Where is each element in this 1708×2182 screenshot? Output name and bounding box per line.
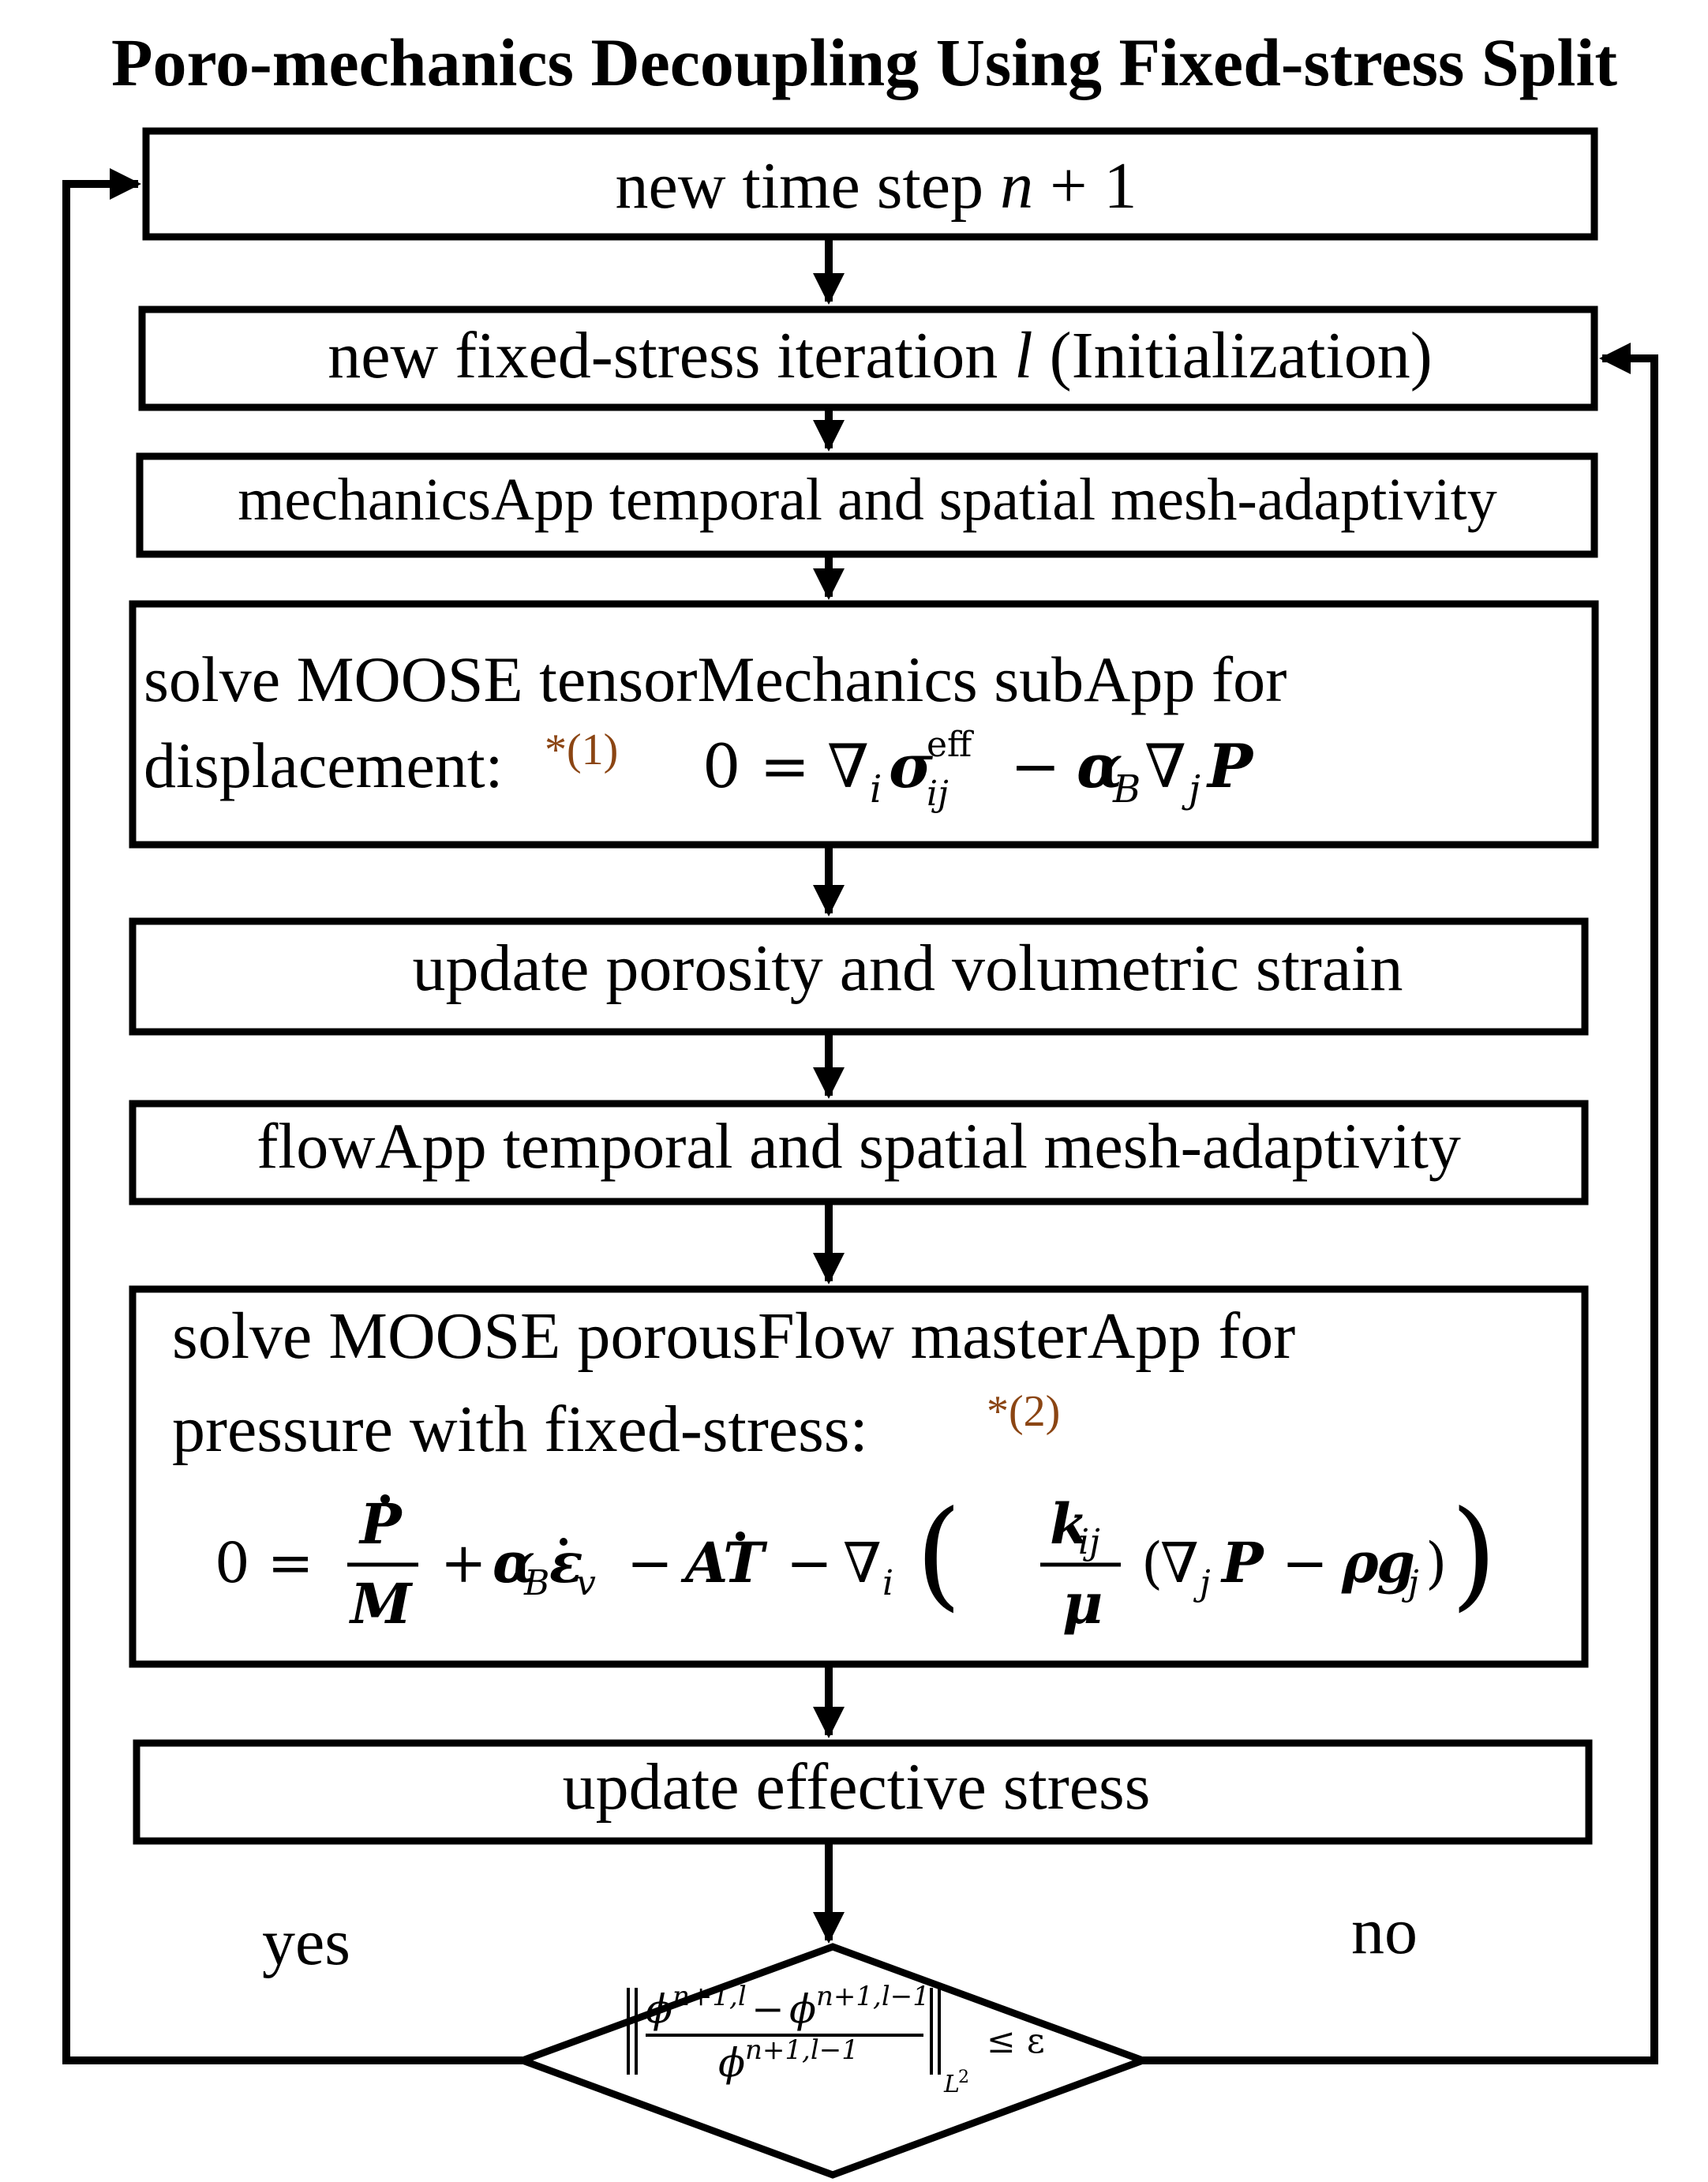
svg-text:≤ ε: ≤ ε [987,2021,1045,2061]
time-step-var: n [1000,149,1033,223]
no-loop-arrow [1143,343,1658,2064]
svg-text:k: k [1050,1491,1088,1557]
svg-text:n+1,l−1: n+1,l−1 [816,1981,930,2012]
no-label: no [1351,1895,1418,1968]
svg-text:∇: ∇ [843,1531,882,1595]
flow-adaptivity-node: flowApp temporal and spatial mesh-adapti… [129,1100,1589,1205]
mechanics-adaptivity-node: mechanicsApp temporal and spatial mesh-a… [136,452,1598,558]
svg-text:α: α [1077,731,1122,801]
svg-text:P: P [1220,1530,1265,1595]
svg-text:(: ( [916,1486,962,1623]
svg-text:−: − [751,1986,785,2032]
time-step-node: new time step n + 1 [142,127,1598,241]
svg-text:v: v [576,1563,596,1603]
svg-text:∇: ∇ [827,731,869,801]
solve-mechanics-node: solve MOOSE tensorMechanics subApp for d… [129,600,1599,849]
yes-label: yes [262,1906,350,1979]
iteration-label: new fixed-stress iteration [328,319,1014,392]
convergence-check-node: ϕ n+1,l − ϕ n+1,l−1 ϕ n+1,l−1 L 2 ≤ ε [511,1943,1154,2179]
svg-text:ϕ: ϕ [718,2040,745,2086]
svg-text:−: − [786,1531,833,1595]
svg-text:α: α [493,1530,535,1595]
yes-loop-arrow [62,168,523,2064]
svg-text:B: B [1112,767,1141,812]
svg-text:n+1,l−1: n+1,l−1 [745,2034,859,2066]
svg-text:T: T [723,1530,768,1595]
svg-text:new fixed-stress iteration l (: new fixed-stress iteration l (Initializa… [328,319,1433,392]
note-2: *(2) [987,1387,1060,1436]
svg-text:−: − [627,1531,673,1595]
svg-text:ij: ij [927,774,949,814]
solve-mechanics-line2: displacement: [144,729,503,801]
svg-text:): ) [1425,1531,1447,1595]
svg-text:L: L [943,2071,960,2098]
svg-text:): ) [1451,1486,1497,1623]
svg-text:∇: ∇ [1144,731,1186,801]
diagram-title: Poro-mechanics Decoupling Using Fixed-st… [111,24,1617,100]
update-porosity-node: update porosity and volumetric strain [129,917,1589,1036]
svg-text:B: B [523,1563,549,1603]
svg-text:∇: ∇ [1160,1531,1199,1595]
svg-text:ρ: ρ [1341,1530,1379,1595]
svg-text:i: i [882,1563,893,1603]
svg-text:n+1,l: n+1,l [672,1981,747,2012]
svg-text:(: ( [1141,1531,1163,1595]
mass-balance-equation: 0 = P M + α B ε v − A T − ∇ i ( k ij μ ( [215,1486,1497,1636]
fixed-stress-iteration-node: new fixed-stress iteration l (Initializa… [138,306,1598,411]
iteration-suffix: (Initialization) [1033,319,1433,392]
svg-text:eff: eff [927,725,974,765]
svg-text:+: + [440,1531,487,1595]
svg-text:i: i [870,767,882,812]
svg-text:M: M [349,1571,414,1636]
svg-text:P: P [1206,731,1254,801]
time-step-label: new time step [616,149,1001,223]
svg-text:−: − [1282,1531,1328,1595]
flow-adaptivity-label: flowApp temporal and spatial mesh-adapti… [257,1110,1461,1182]
solve-flow-line2: pressure with fixed-stress: [172,1393,868,1466]
svg-text:ij: ij [1078,1522,1100,1562]
solve-flow-line1: solve MOOSE porousFlow masterApp for [172,1299,1295,1373]
update-porosity-label: update porosity and volumetric strain [412,932,1403,1005]
svg-text:0 =: 0 = [702,731,810,801]
svg-text:−: − [1010,731,1061,801]
svg-text:P: P [358,1491,403,1557]
time-step-suffix: + 1 [1033,149,1137,223]
svg-text:g: g [1377,1530,1415,1595]
iteration-var: l [1014,319,1032,392]
solve-mechanics-line1: solve MOOSE tensorMechanics subApp for [144,643,1287,715]
update-stress-node: update effective stress [133,1739,1593,1845]
momentum-equation: 0 = ∇ i σ eff ij − α B ∇ j P [702,725,1254,814]
svg-text:0 =: 0 = [215,1531,313,1595]
note-1: *(1) [545,725,618,774]
convergence-criterion: ϕ n+1,l − ϕ n+1,l−1 ϕ n+1,l−1 L 2 ≤ ε [627,1981,1045,2098]
svg-text:μ: μ [1062,1571,1103,1636]
svg-text:σ: σ [889,731,934,801]
svg-text:ϕ: ϕ [789,1986,816,2032]
mechanics-adaptivity-label: mechanicsApp temporal and spatial mesh-a… [238,467,1497,533]
update-stress-label: update effective stress [563,1750,1151,1824]
svg-text:ϕ: ϕ [646,1986,672,2032]
svg-text:A: A [680,1530,728,1595]
solve-flow-node: solve MOOSE porousFlow masterApp for pre… [129,1285,1589,1668]
svg-text:2: 2 [958,2068,969,2087]
svg-text:new time step n + 1: new time step n + 1 [616,149,1137,223]
